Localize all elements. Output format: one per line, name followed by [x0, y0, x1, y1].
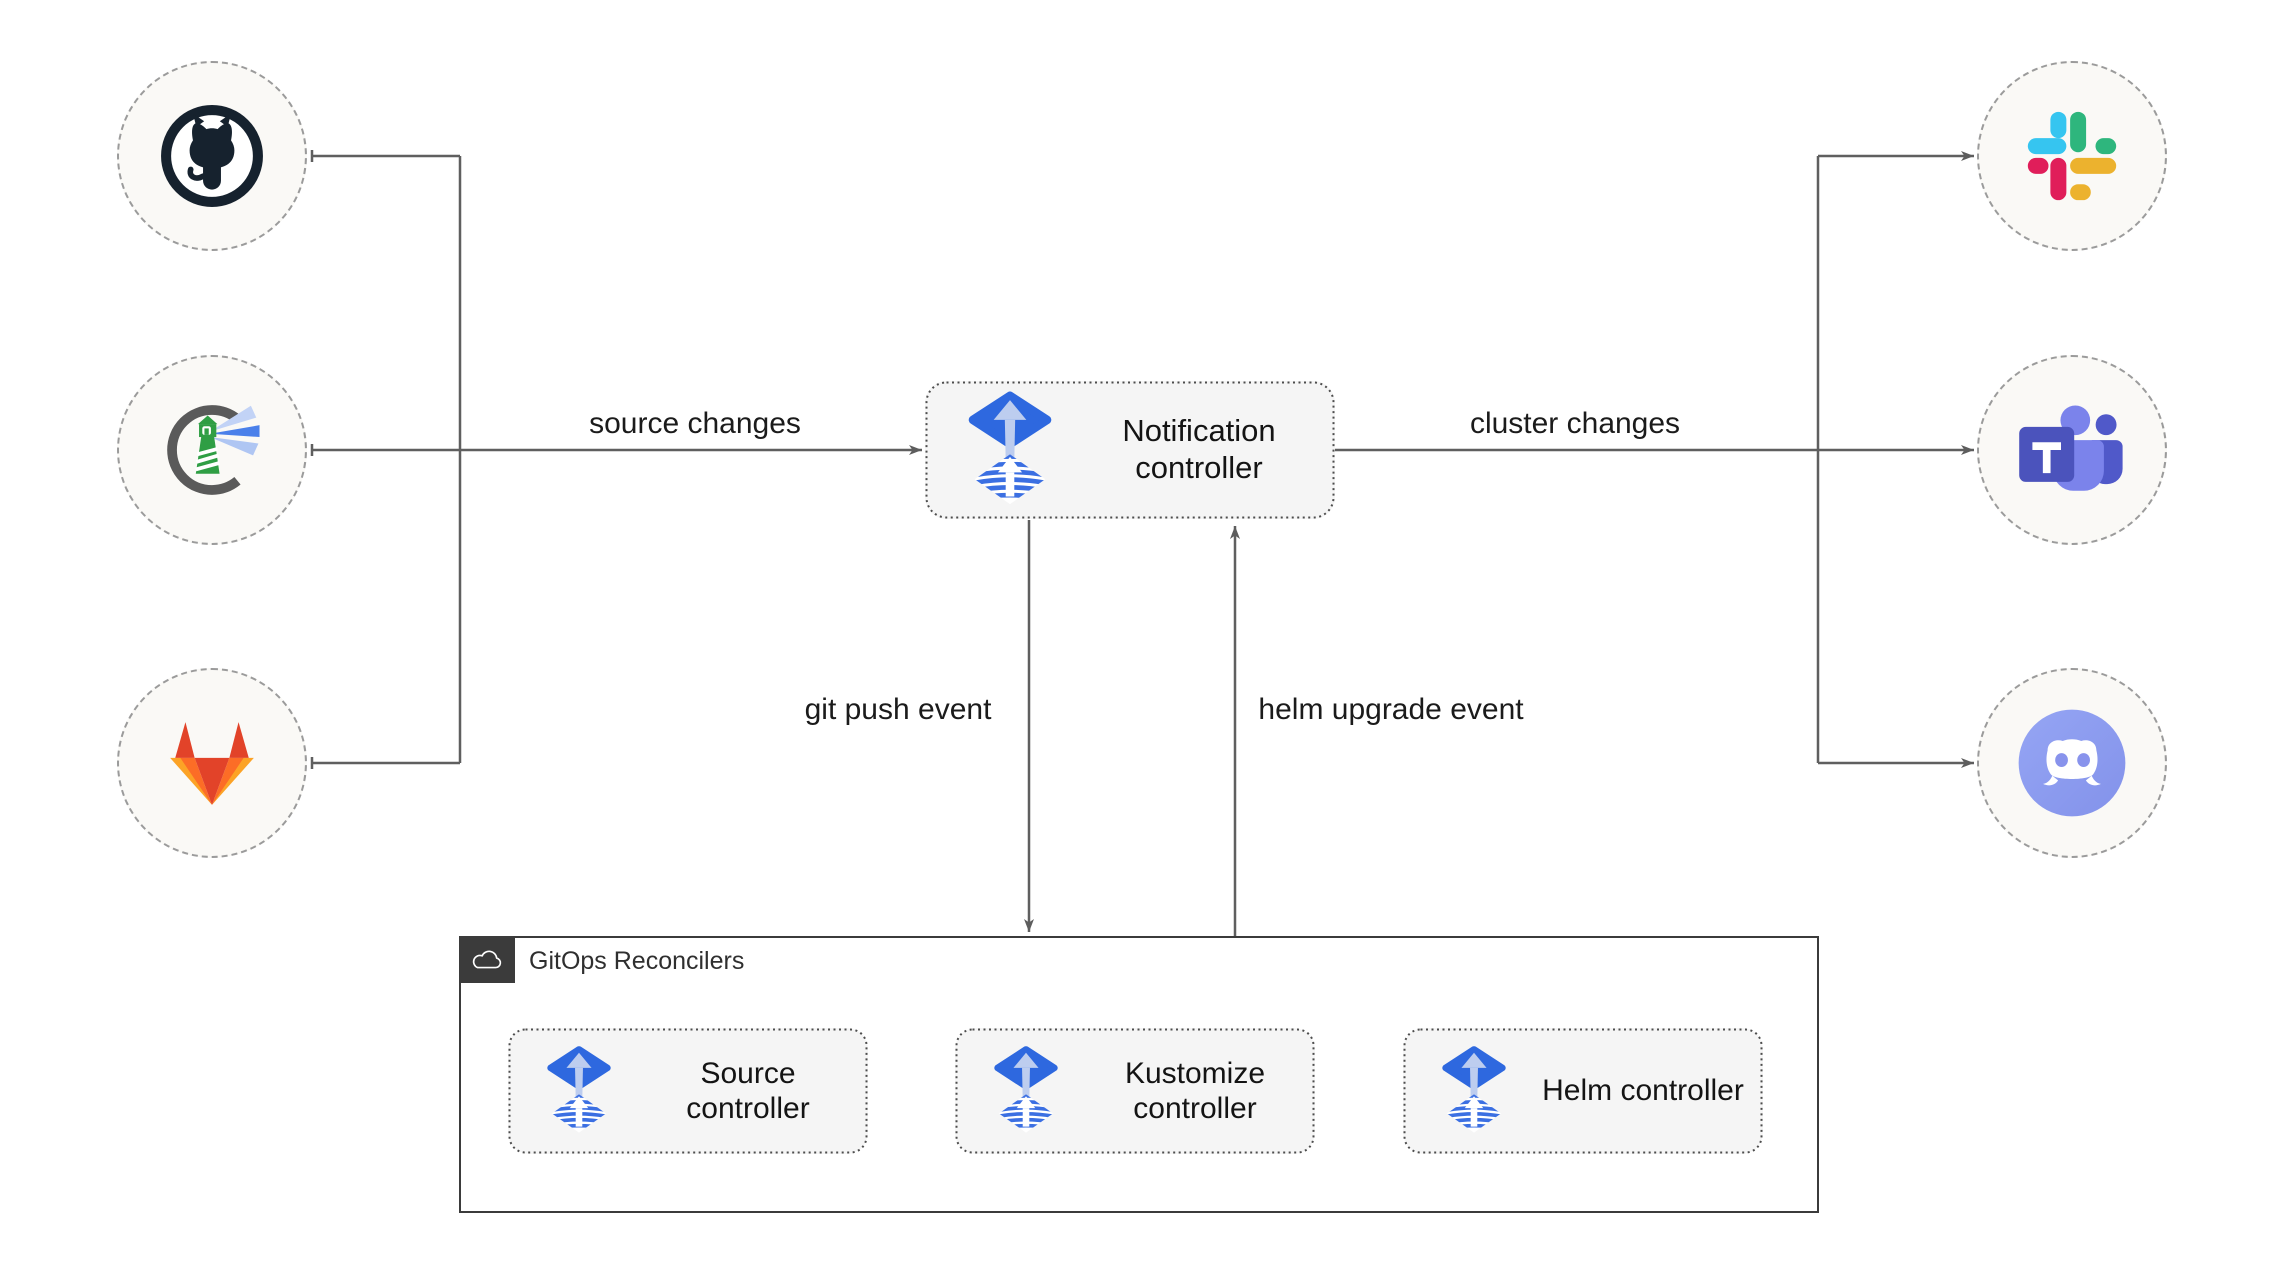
gitops-reconcilers-tab — [459, 936, 515, 983]
helm-controller-node: Helm controller — [1403, 1028, 1763, 1154]
harbor-icon — [167, 405, 260, 495]
cloud-icon — [472, 949, 502, 968]
github-node — [117, 61, 307, 251]
flux-icon — [1441, 1044, 1507, 1138]
helm-upgrade-event-label: helm upgrade event — [1252, 693, 1530, 727]
source-changes-label: source changes — [583, 407, 807, 441]
github-icon — [161, 105, 263, 207]
discord-icon — [2018, 709, 2126, 817]
discord-node — [1977, 668, 2167, 858]
notification-controller-label: Notification controller — [1122, 413, 1276, 485]
flux-icon — [546, 1044, 612, 1138]
git-push-event-label: git push event — [798, 693, 998, 727]
gitops-reconcilers-title: GitOps Reconcilers — [529, 947, 745, 975]
gitlab-node — [117, 668, 307, 858]
helm-controller-label: Helm controller — [1542, 1074, 1744, 1108]
source-controller-node: Source controller — [508, 1028, 868, 1154]
kustomize-controller-node: Kustomize controller — [955, 1028, 1315, 1154]
harbor-node — [117, 355, 307, 545]
notification-controller-node: Notification controller — [925, 381, 1335, 519]
flux-icon — [993, 1044, 1059, 1138]
teams-node — [1977, 355, 2167, 545]
slack-icon — [2027, 111, 2117, 201]
slack-node — [1977, 61, 2167, 251]
source-controller-label: Source controller — [686, 1056, 810, 1125]
flux-icon — [967, 391, 1053, 509]
kustomize-controller-label: Kustomize controller — [1124, 1056, 1266, 1125]
gitlab-icon — [170, 722, 254, 805]
teams-icon — [2019, 405, 2123, 491]
cluster-changes-label: cluster changes — [1463, 407, 1687, 441]
